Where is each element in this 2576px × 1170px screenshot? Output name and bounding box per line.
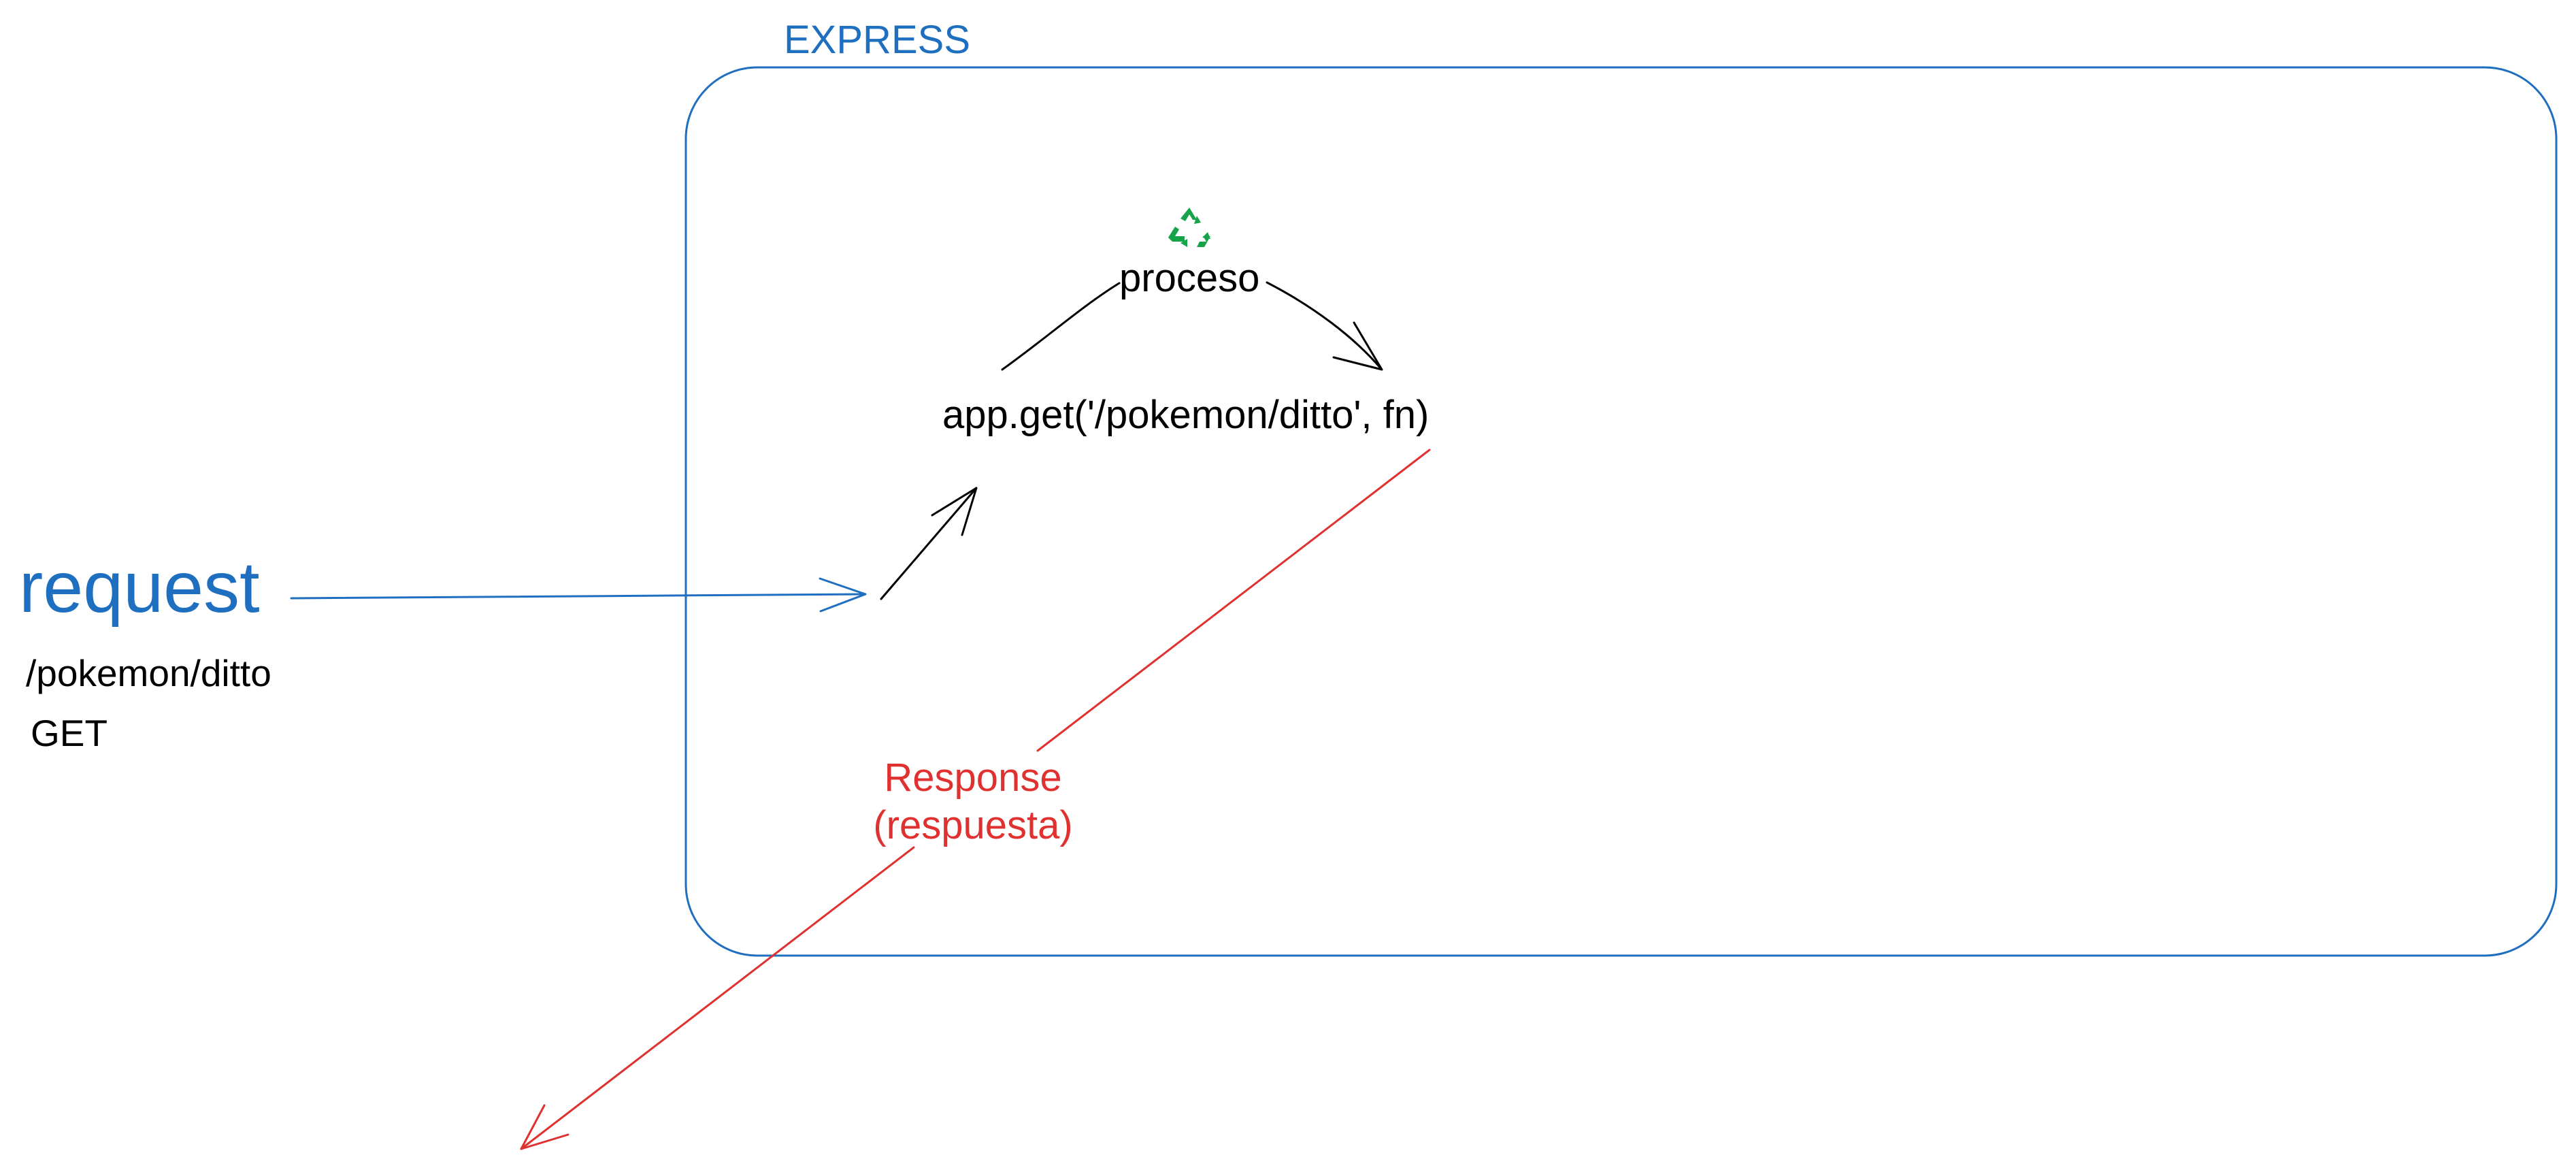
process-label: proceso xyxy=(1119,256,1260,300)
process-arrow xyxy=(1001,281,1383,371)
recycle-icon xyxy=(1168,208,1210,247)
request-path: /pokemon/ditto xyxy=(26,652,271,694)
request-label: request xyxy=(19,547,260,628)
response-label: Response (respuesta) xyxy=(871,754,1075,849)
response-arrow xyxy=(520,449,1431,1150)
route-entry-arrow xyxy=(880,487,978,600)
request-method: GET xyxy=(31,712,108,754)
express-title: EXPRESS xyxy=(784,18,970,62)
express-container xyxy=(684,66,2558,957)
response-line-2: (respuesta) xyxy=(873,802,1073,847)
request-arrow xyxy=(290,577,867,613)
response-line-1: Response xyxy=(884,755,1062,800)
route-handler: app.get('/pokemon/ditto', fn) xyxy=(942,393,1430,437)
